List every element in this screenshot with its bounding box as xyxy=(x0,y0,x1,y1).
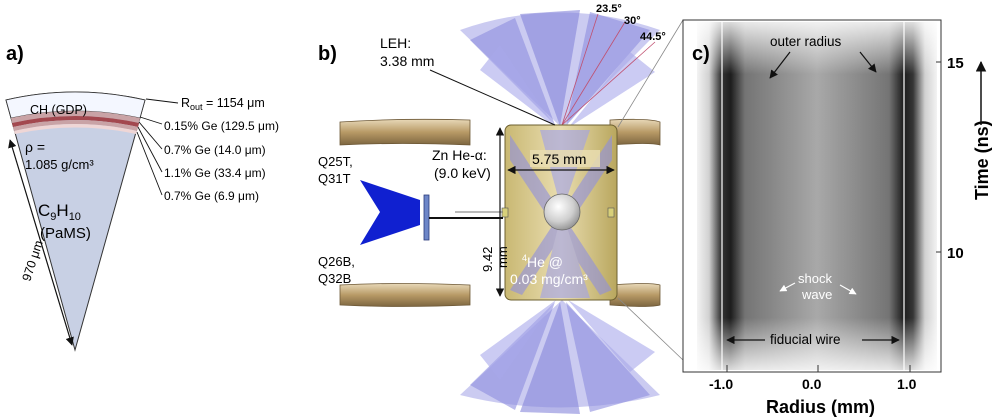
angle-label-3: 44.5° xyxy=(640,31,666,43)
projection-top xyxy=(617,19,684,128)
x-tick-label-3: 1.0 xyxy=(897,376,917,392)
rout-r: R xyxy=(181,96,190,110)
radiograph-fade xyxy=(697,22,937,370)
width-label-bg xyxy=(530,150,600,167)
backlighter-foil xyxy=(423,194,430,241)
density-line2: 1.085 g/cm³ xyxy=(25,157,94,172)
x-axis-label: Radius (mm) xyxy=(766,397,875,417)
layer-label-4: 0.7% Ge (6.9 μm) xyxy=(164,189,259,203)
angle-label-2: 30° xyxy=(624,15,641,27)
rout-label: Rout = 1154 μm xyxy=(181,96,265,112)
panel-a-label: a) xyxy=(6,43,24,65)
layer-label-1: 0.15% Ge (129.5 μm) xyxy=(164,119,279,133)
rout-value: = 1154 μm xyxy=(203,96,265,110)
y-axis-label: Time (ns) xyxy=(972,120,992,200)
leader-rout xyxy=(145,98,179,104)
wall-top-left xyxy=(339,118,471,146)
quads-bottom-line1: Q26B, xyxy=(318,254,355,269)
density-line1: ρ = xyxy=(25,139,45,155)
panel-c-label: c) xyxy=(692,43,710,65)
outer-radius-arrow-right xyxy=(859,51,877,73)
y-tick-label-1: 15 xyxy=(947,55,964,72)
panel-b-label: b) xyxy=(318,43,337,65)
radius-label: 970 μm xyxy=(20,239,46,283)
leader-layer-1 xyxy=(139,116,163,125)
projection-bottom xyxy=(617,297,684,361)
fill-sup: 4 xyxy=(522,253,527,263)
formula-c: C xyxy=(38,201,50,220)
ge-layer-2 xyxy=(12,116,139,127)
height-label-2: mm xyxy=(495,246,510,268)
ge-layer-4 xyxy=(14,124,137,134)
height-label-1: 9.42 xyxy=(480,247,495,272)
leh-line1: LEH: xyxy=(380,35,411,51)
ge-layer-3 xyxy=(13,120,138,131)
quads-top-line1: Q25T, xyxy=(318,154,353,169)
leader-layer-2 xyxy=(138,121,163,150)
leader-layer-4 xyxy=(136,131,163,196)
beam-angle-30 xyxy=(561,21,626,126)
zn-line1: Zn He-α: xyxy=(432,147,487,163)
leh-leader xyxy=(429,69,556,126)
wall-bottom-right xyxy=(609,283,661,307)
laser-beams-bottom xyxy=(460,300,660,414)
leh-line2: 3.38 mm xyxy=(380,53,434,69)
panel-a: a) CH (GDP) 970 μm ρ = 1.085 g/cm³ C9H10… xyxy=(5,43,279,352)
formula-c-sub: 9 xyxy=(50,211,56,223)
y-tick-label-2: 10 xyxy=(947,245,964,262)
width-label: 5.75 mm xyxy=(532,151,586,167)
rout-sub: out xyxy=(190,102,203,112)
capsule xyxy=(543,193,581,231)
panel-c: c) outer radius shock wave fiducial wire… xyxy=(682,19,992,417)
fill-line2: 0.03 mg/cm³ xyxy=(510,271,588,287)
shock-arrow-left xyxy=(779,282,796,292)
fiducial-label: fiducial wire xyxy=(770,332,841,347)
wall-bottom-left xyxy=(339,283,471,307)
outer-radius-arrow-left xyxy=(769,51,791,79)
tab-right xyxy=(607,207,615,218)
fill-text: He @ xyxy=(527,254,563,270)
x-tick-label-2: 0.0 xyxy=(802,376,822,392)
wall-top-right xyxy=(609,118,661,146)
x-tick-label-1: -1.0 xyxy=(709,376,733,392)
ge-layer-1 xyxy=(11,111,140,123)
laser-beams-top xyxy=(460,10,660,128)
shock-wave-line2: wave xyxy=(801,287,832,302)
outer-radius-label: outer radius xyxy=(770,34,842,49)
shock-wave-line1: shock xyxy=(798,271,832,286)
leader-layer-3 xyxy=(137,126,163,173)
beam-angle-23 xyxy=(561,13,599,126)
fill-line1: 4He @ xyxy=(522,253,563,270)
panel-b: b) 23.5° 30° 44.5° xyxy=(318,3,684,414)
layer-label-2: 0.7% Ge (14.0 μm) xyxy=(164,143,266,157)
backlighter-beams xyxy=(360,180,420,245)
formula-h: H xyxy=(56,201,68,220)
angle-label-1: 23.5° xyxy=(596,3,622,15)
quads-top-line2: Q31T xyxy=(318,171,351,186)
beam-angle-44 xyxy=(561,41,656,126)
radius-arrow xyxy=(8,139,74,346)
zn-line2: (9.0 keV) xyxy=(434,165,491,181)
shock-arrow-right xyxy=(839,284,857,295)
layer-label-3: 1.1% Ge (33.4 μm) xyxy=(164,166,266,180)
formula-h-sub: 10 xyxy=(69,211,81,223)
quads-bottom-line2: Q32B xyxy=(318,271,351,286)
formula-name: (PaMS) xyxy=(40,225,91,242)
formula-label: C9H10 xyxy=(38,201,81,223)
shell-label: CH (GDP) xyxy=(30,103,87,117)
